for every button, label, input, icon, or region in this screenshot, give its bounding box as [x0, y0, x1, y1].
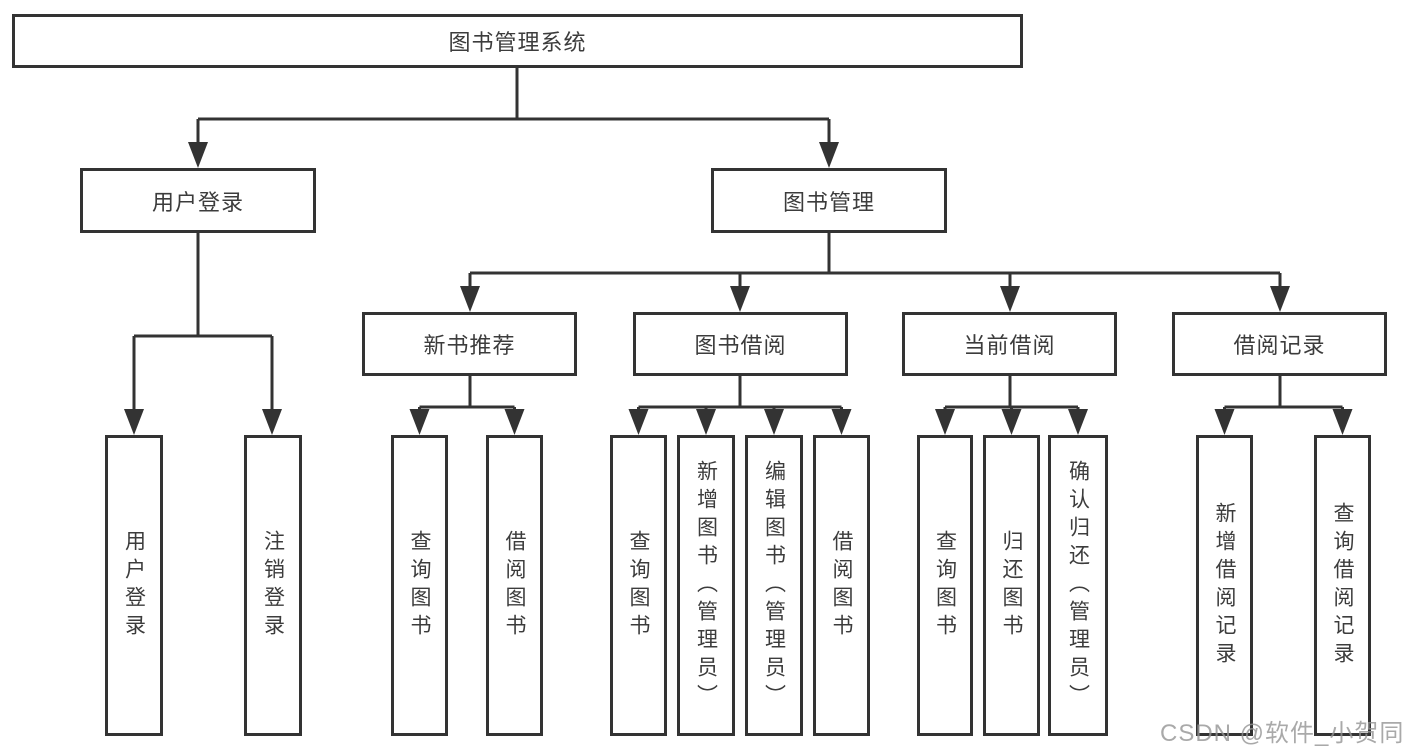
leaf-query-book-3: 查询图书: [917, 435, 973, 736]
node-new-book-recommend: 新书推荐: [362, 312, 577, 376]
leaf-user-login: 用户登录: [105, 435, 163, 736]
leaf-user-login-label: 用户登录: [122, 529, 146, 642]
leaf-query-book-2-label: 查询图书: [627, 529, 650, 642]
leaf-query-book-1: 查询图书: [391, 435, 448, 736]
node-borrow-record-label: 借阅记录: [1233, 333, 1326, 358]
leaf-borrow-book-1-label: 借阅图书: [503, 529, 526, 642]
node-root-label: 图书管理系统: [448, 30, 587, 55]
leaf-return-book: 归还图书: [983, 435, 1040, 736]
leaf-edit-book-label: 编辑图书（管理员）: [762, 459, 786, 712]
leaf-return-book-label: 归还图书: [1000, 529, 1023, 642]
node-user-login-label: 用户登录: [151, 189, 244, 215]
leaf-logout: 注销登录: [244, 435, 302, 736]
leaf-add-borrow-record: 新增借阅记录: [1196, 435, 1253, 736]
leaf-add-borrow-record-label: 新增借阅记录: [1213, 501, 1236, 670]
node-book-borrow: 图书借阅: [633, 312, 848, 376]
leaf-borrow-book-2: 借阅图书: [813, 435, 870, 736]
node-root: 图书管理系统: [12, 14, 1023, 68]
leaf-query-book-2: 查询图书: [610, 435, 667, 736]
leaf-query-book-3-label: 查询图书: [933, 529, 957, 642]
node-new-book-recommend-label: 新书推荐: [423, 333, 516, 358]
leaf-confirm-return: 确认归还（管理员）: [1048, 435, 1108, 736]
node-user-login: 用户登录: [80, 168, 316, 233]
csdn-watermark: CSDN @软件_小贺同学: [1160, 720, 1405, 747]
node-book-management: 图书管理: [711, 168, 947, 233]
node-book-borrow-label: 图书借阅: [694, 333, 787, 358]
leaf-edit-book: 编辑图书（管理员）: [745, 435, 803, 736]
leaf-add-book: 新增图书（管理员）: [677, 435, 735, 736]
leaf-borrow-book-2-label: 借阅图书: [830, 529, 853, 642]
leaf-query-borrow-record: 查询借阅记录: [1314, 435, 1371, 736]
leaf-query-book-1-label: 查询图书: [408, 529, 431, 642]
leaf-confirm-return-label: 确认归还（管理员）: [1066, 459, 1090, 712]
leaf-query-borrow-record-label: 查询借阅记录: [1331, 501, 1354, 670]
leaf-add-book-label: 新增图书（管理员）: [694, 459, 718, 712]
leaf-logout-label: 注销登录: [261, 529, 285, 642]
node-current-borrow-label: 当前借阅: [963, 333, 1056, 358]
node-book-management-label: 图书管理: [782, 189, 875, 215]
node-current-borrow: 当前借阅: [902, 312, 1117, 376]
node-borrow-record: 借阅记录: [1172, 312, 1387, 376]
leaf-borrow-book-1: 借阅图书: [486, 435, 543, 736]
